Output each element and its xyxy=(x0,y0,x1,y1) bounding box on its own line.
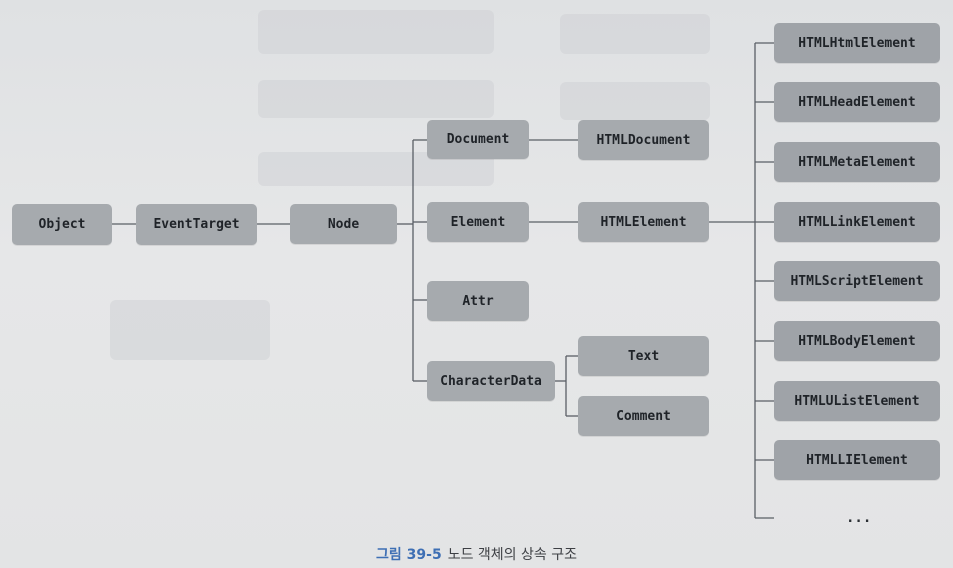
background-ghost-box xyxy=(110,300,270,360)
node-eventtarget: EventTarget xyxy=(136,204,257,245)
node-htmllielement: HTMLLIElement xyxy=(774,440,940,480)
node-object: Object xyxy=(12,204,112,245)
node-node: Node xyxy=(290,204,397,244)
background-ghost-box xyxy=(258,80,494,118)
node-htmllinkelement: HTMLLinkElement xyxy=(774,202,940,242)
node-htmlbodyelement: HTMLBodyElement xyxy=(774,321,940,361)
caption-number: 그림 39-5 xyxy=(376,547,442,563)
figure-caption: 그림 39-5 노드 객체의 상속 구조 xyxy=(0,544,953,564)
node-text: Text xyxy=(578,336,709,376)
node-characterdata: CharacterData xyxy=(427,361,555,401)
node-comment: Comment xyxy=(578,396,709,436)
node-htmlmetaelement: HTMLMetaElement xyxy=(774,142,940,182)
node-attr: Attr xyxy=(427,281,529,321)
background-ghost-box xyxy=(560,14,710,54)
background-ghost-box xyxy=(258,10,494,54)
node-htmldocument: HTMLDocument xyxy=(578,120,709,160)
node-htmlelement: HTMLElement xyxy=(578,202,709,242)
node-htmlscriptelement: HTMLScriptElement xyxy=(774,261,940,301)
background-ghost-box xyxy=(560,82,710,120)
node-document: Document xyxy=(427,120,529,159)
node-htmlulistelement: HTMLUListElement xyxy=(774,381,940,421)
node-element: Element xyxy=(427,202,529,242)
caption-text: 노드 객체의 상속 구조 xyxy=(447,547,577,563)
more-ellipsis: ... xyxy=(846,510,872,526)
node-htmlhtmlelement: HTMLHtmlElement xyxy=(774,23,940,63)
node-htmlheadelement: HTMLHeadElement xyxy=(774,82,940,122)
